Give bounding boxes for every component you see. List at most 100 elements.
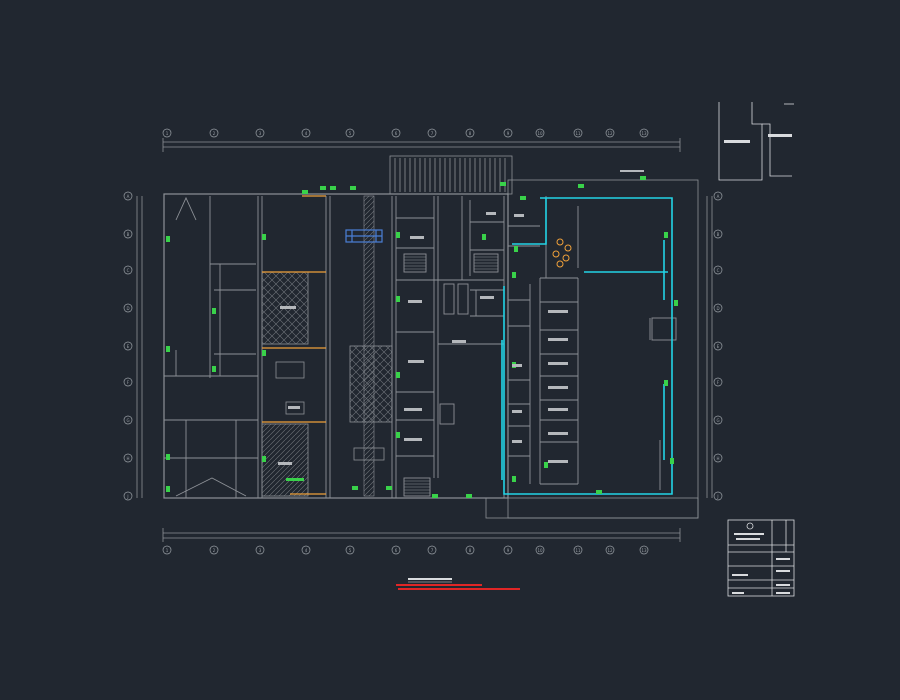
grid-column-top-1-bubble [162, 128, 172, 138]
grid-column-top-7-label: 7 [431, 131, 434, 136]
grid-row-left-E-label: E [127, 344, 130, 349]
grid-column-top-4-bubble [301, 128, 311, 138]
top-dimension-chain [162, 138, 681, 152]
grid-column-bottom-1-bubble [162, 545, 172, 555]
grid-row-right-D-label: D [716, 306, 719, 311]
grid-row-right-G-label: G [716, 418, 719, 423]
grid-row-left-D-label: D [126, 306, 129, 311]
grid-column-top-8-bubble [465, 128, 475, 138]
grid-row-left-G-label: G [126, 418, 129, 423]
grid-column-bottom-8-label: 8 [469, 548, 472, 553]
grid-row-left-B-bubble [123, 229, 133, 239]
grid-row-left-G-bubble [123, 415, 133, 425]
grid-column-top-6-bubble [391, 128, 401, 138]
grid-column-top-4-label: 4 [305, 131, 308, 136]
grid-column-bottom-4-bubble [301, 545, 311, 555]
grid-column-top-9-label: 9 [507, 131, 510, 136]
left-bay-walls [164, 196, 331, 498]
grid-column-top-2-label: 2 [213, 131, 216, 136]
grid-row-left-J-bubble [123, 491, 133, 501]
grid-row-left-E-bubble [123, 341, 133, 351]
grid-column-top-7-bubble [427, 128, 437, 138]
round-fixtures [552, 238, 572, 268]
grid-column-top-10-label: 10 [537, 131, 543, 136]
roof-canopy [389, 155, 513, 195]
grid-row-right-C-bubble [713, 265, 723, 275]
grid-row-right-J-bubble [713, 491, 723, 501]
grid-column-bottom-13-bubble [639, 545, 649, 555]
grid-column-top-8-label: 8 [469, 131, 472, 136]
grid-row-left-F-bubble [123, 377, 133, 387]
hatched-area-lower [261, 423, 309, 497]
grid-row-right-G-bubble [713, 415, 723, 425]
grid-column-bottom-10-bubble [535, 545, 545, 555]
grid-row-left-C-label: C [127, 268, 130, 273]
grid-row-right-E-label: E [717, 344, 720, 349]
grid-column-top-6-label: 6 [395, 131, 398, 136]
grid-row-right-F-bubble [713, 377, 723, 387]
building-outline [163, 179, 699, 519]
grid-row-right-H-bubble [713, 453, 723, 463]
bottom-dimension-chain [162, 528, 681, 542]
grid-column-top-3-label: 3 [259, 131, 262, 136]
right-dimension-chain [706, 196, 713, 498]
grid-column-bottom-7-bubble [427, 545, 437, 555]
grid-column-bottom-5-label: 5 [349, 548, 352, 553]
grid-row-left-C-bubble [123, 265, 133, 275]
grid-row-right-J-label: J [716, 494, 718, 499]
grid-row-left-H-bubble [123, 453, 133, 463]
grid-row-right-D-bubble [713, 303, 723, 313]
grid-row-left-J-label: J [126, 494, 128, 499]
grid-column-bottom-3-label: 3 [259, 548, 262, 553]
grid-column-bottom-3-bubble [255, 545, 265, 555]
grid-column-bottom-13-label: 13 [641, 548, 647, 553]
grid-column-top-11-bubble [573, 128, 583, 138]
grid-column-top-12-bubble [605, 128, 615, 138]
grid-column-bottom-9-label: 9 [507, 548, 510, 553]
grid-column-top-1-label: 1 [166, 131, 169, 136]
grid-column-bottom-7-label: 7 [431, 548, 434, 553]
device-symbols [166, 176, 678, 498]
grid-column-bottom-12-bubble [605, 545, 615, 555]
grid-column-bottom-6-label: 6 [395, 548, 398, 553]
left-dimension-chain [136, 196, 143, 498]
grid-column-bottom-9-bubble [503, 545, 513, 555]
grid-row-right-C-label: C [717, 268, 720, 273]
grid-column-bottom-5-bubble [345, 545, 355, 555]
grid-column-top-10-bubble [535, 128, 545, 138]
room-label-marks [278, 170, 644, 465]
cable-tray-routes [501, 197, 673, 495]
grid-column-top-13-label: 13 [641, 131, 647, 136]
grid-column-bottom-8-bubble [465, 545, 475, 555]
grid-column-top-11-label: 11 [575, 131, 581, 136]
title-block [727, 519, 795, 597]
grid-row-left-D-bubble [123, 303, 133, 313]
grid-row-left-A-bubble [123, 191, 133, 201]
key-plan [718, 102, 794, 181]
hatched-column-strip [363, 195, 375, 497]
grid-row-right-A-label: A [717, 194, 720, 199]
grid-column-bottom-10-label: 10 [537, 548, 543, 553]
grid-row-right-B-bubble [713, 229, 723, 239]
grid-column-bottom-2-label: 2 [213, 548, 216, 553]
grid-row-left-F-label: F [127, 380, 130, 385]
grid-column-top-9-bubble [503, 128, 513, 138]
grid-row-left-A-label: A [127, 194, 130, 199]
bay-fixtures [275, 361, 385, 461]
grid-column-top-5-label: 5 [349, 131, 352, 136]
grid-row-left-H-label: H [126, 456, 129, 461]
grid-row-right-A-bubble [713, 191, 723, 201]
drawing-title-and-notes [396, 578, 520, 590]
beam-lines [262, 195, 326, 495]
grid-row-right-E-bubble [713, 341, 723, 351]
grid-column-bottom-4-label: 4 [305, 548, 308, 553]
grid-row-right-F-label: F [717, 380, 720, 385]
grid-row-right-B-label: B [717, 232, 720, 237]
grid-column-bottom-12-label: 12 [607, 548, 613, 553]
grid-column-top-12-label: 12 [607, 131, 613, 136]
right-wing-walls [508, 196, 677, 490]
grid-column-top-3-bubble [255, 128, 265, 138]
stair-treads [404, 256, 498, 494]
